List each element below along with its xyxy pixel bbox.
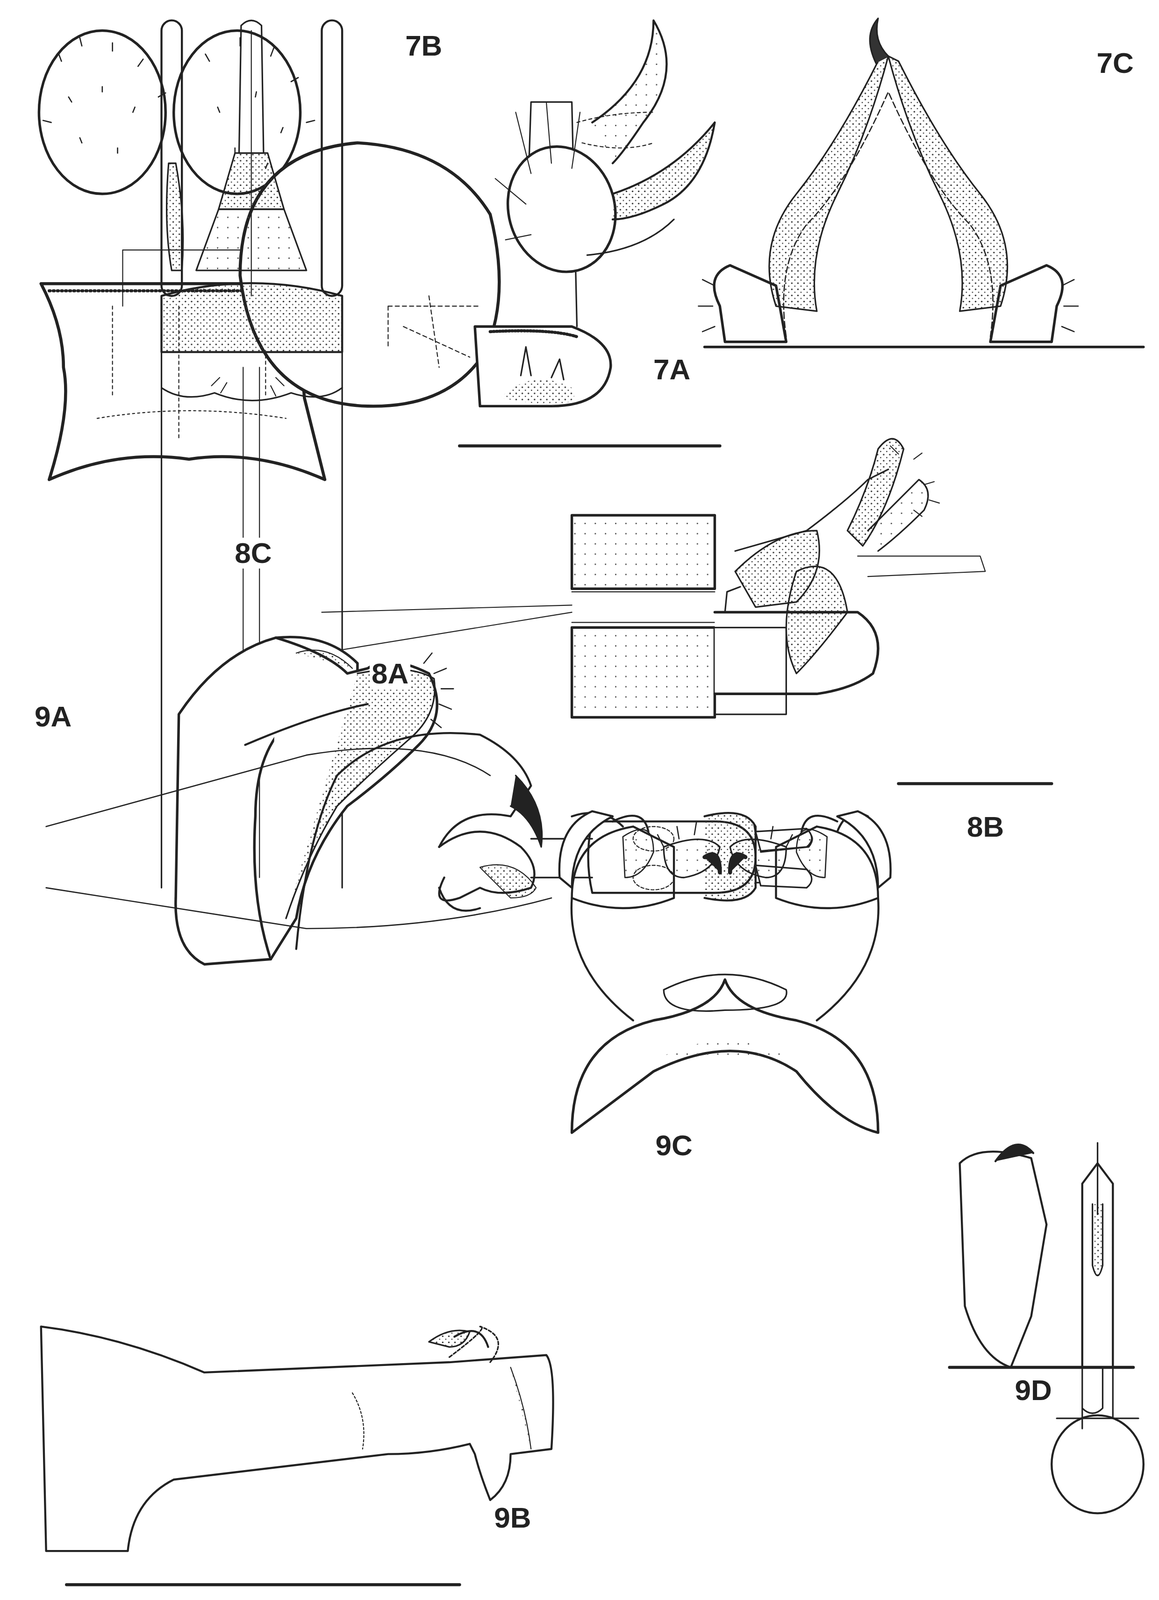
figure-label: 8C [232,537,274,569]
figure-label: 9C [653,1130,694,1162]
figure-label: 7A [651,354,693,386]
figure-label: 9B [492,1502,533,1534]
figure-label: 8B [965,811,1006,843]
figure-label: 9A [32,701,74,733]
figure-label: 7C [1094,47,1136,79]
figure-label: 8A [369,658,411,690]
figure-label: 9D [1013,1375,1054,1407]
figure-label: 7B [403,30,444,62]
